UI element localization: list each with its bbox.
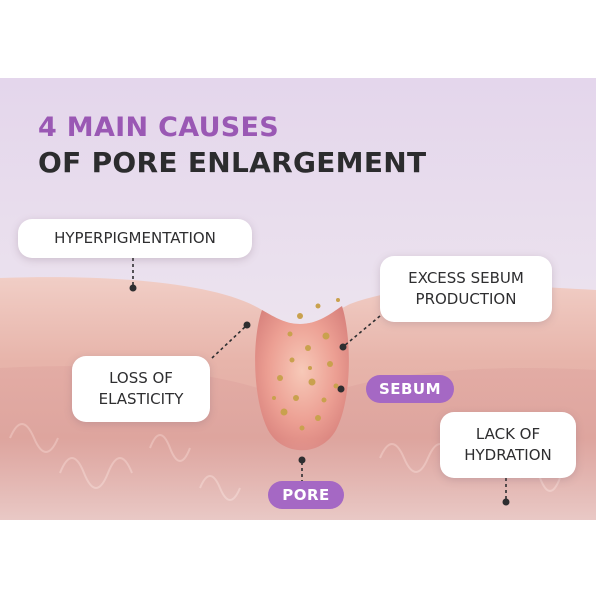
callout-excess-sebum-line2: PRODUCTION [415,290,517,308]
marker-sebum [337,385,345,393]
callout-excess-sebum-line1: EXCESS SEBUM [408,269,524,288]
callout-loss-of-elasticity-line1: LOSS OF [109,369,173,388]
marker-sebum-production [339,343,347,351]
callout-loss-of-elasticity: LOSS OF ELASTICITY [72,356,210,422]
callout-excess-sebum: EXCESS SEBUM PRODUCTION [380,256,552,322]
callout-lack-of-hydration-line1: LACK OF [475,425,541,444]
pore-cavity [255,306,349,451]
title-line-1: 4 MAIN CAUSES [38,112,280,143]
marker-hydration [502,498,510,506]
marker-hyperpigmentation [129,284,137,292]
marker-pore [298,456,306,464]
label-sebum: SEBUM [366,375,454,403]
callout-loss-of-elasticity-line2: ELASTICITY [98,390,184,408]
title-line-2: OF PORE ENLARGEMENT [38,146,427,179]
callout-hyperpigmentation-text: HYPERPIGMENTATION [54,229,216,248]
connector-sebum-production [343,315,381,347]
label-sebum-text: SEBUM [378,380,442,398]
callout-lack-of-hydration-line2: HYDRATION [464,446,552,464]
connector-elasticity [211,325,247,359]
label-pore: PORE [268,481,344,509]
callout-hyperpigmentation: HYPERPIGMENTATION [18,219,252,258]
label-pore-text: PORE [282,486,330,504]
sebum-particles [272,298,340,431]
marker-elasticity [243,321,251,329]
callout-lack-of-hydration: LACK OF HYDRATION [440,412,576,478]
